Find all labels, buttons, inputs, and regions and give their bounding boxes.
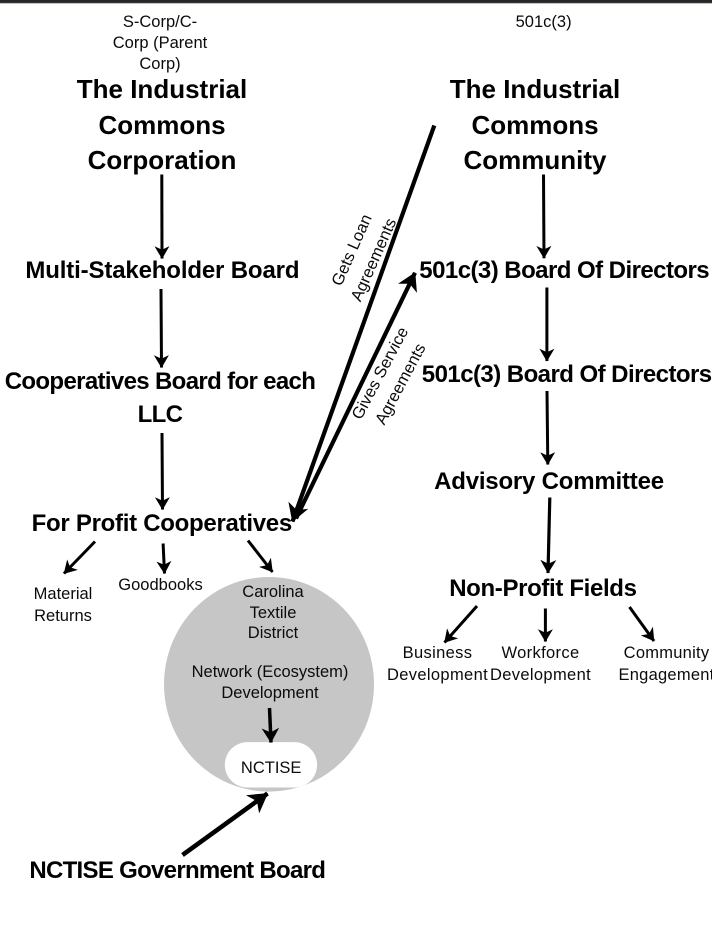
node-workforce-development: Workforce Development — [489, 643, 592, 684]
node-advisory-committee: Advisory Committee — [434, 468, 664, 496]
arrow-forprofit-to-circle — [246, 539, 274, 573]
node-network-development: Network (Ecosystem) Development — [191, 663, 349, 702]
left-column-header: S-Corp/C- Corp (Parent Corp) — [112, 12, 208, 73]
arrow-govboard-to-nctise — [181, 791, 269, 857]
arrow-board2-to-advisory — [540, 390, 556, 465]
arrow-coopboard-to-forprofit — [154, 432, 170, 510]
arrow-nonprofit-to-community — [628, 606, 656, 642]
node-nctise-government-board: NCTISE Government Board — [29, 857, 326, 885]
arrow-multiboard-to-coopboard — [153, 288, 169, 368]
arrow-forprofit-to-goodbooks — [156, 543, 172, 574]
node-community-engagement: Community Engagement — [618, 643, 712, 684]
right-column-header: 501c(3) — [515, 12, 572, 31]
ecosystem-circle — [164, 577, 374, 792]
arrow-nonprofit-to-business — [443, 605, 479, 644]
arrow-gives-service — [294, 271, 417, 520]
right-title: The Industrial Commons Community — [449, 74, 621, 175]
node-goodbooks: Goodbooks — [118, 575, 203, 594]
node-non-profit-fields: Non-Profit Fields — [449, 574, 637, 602]
node-material-returns: Material Returns — [33, 584, 93, 625]
arrow-forprofit-to-material — [62, 540, 97, 575]
window-top-bar — [0, 0, 712, 4]
node-multi-stakeholder-board: Multi-Stakeholder Board — [25, 256, 300, 284]
arrow-community-to-board1 — [536, 174, 552, 259]
left-title: The Industrial Commons Corporation — [76, 74, 248, 175]
arrow-network-to-nctise — [261, 707, 280, 744]
arrows — [62, 124, 656, 857]
node-nctise: NCTISE — [240, 758, 302, 777]
arrow-gets-loan — [288, 124, 437, 523]
nctise-pill — [224, 742, 318, 788]
arrow-advisory-to-nonprofit — [540, 497, 557, 574]
node-board-of-directors-1: 501c(3) Board Of Directors — [419, 256, 710, 284]
node-board-of-directors-2: 501c(3) Board Of Directors — [421, 360, 712, 388]
node-cooperatives-board: Cooperatives Board for each LLC — [4, 368, 316, 428]
node-for-profit-cooperatives: For Profit Cooperatives — [31, 509, 293, 537]
node-carolina-textile-district: Carolina Textile District — [242, 583, 304, 643]
node-business-development: Business Development — [386, 643, 489, 684]
